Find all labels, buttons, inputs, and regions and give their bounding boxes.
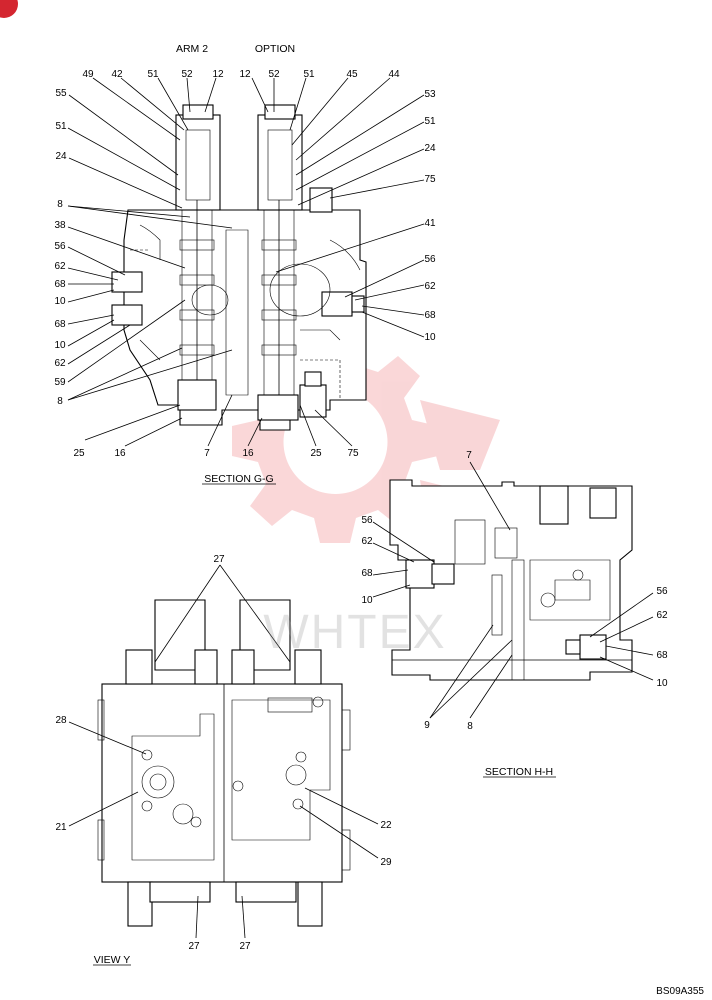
title-arm2: ARM 2	[176, 43, 208, 55]
callout-hh-labels-4: 10	[361, 595, 373, 606]
callout-hh-labels-6: 62	[656, 610, 668, 621]
callout-vy-labels-5: 27	[188, 941, 200, 952]
callout-gg-left-13: 8	[57, 396, 63, 407]
callout-gg-bottom-4: 25	[310, 448, 322, 459]
callout-gg-left-10: 10	[54, 340, 66, 351]
callout-gg-top-1: 42	[111, 69, 123, 80]
callout-hh-labels-10: 8	[467, 721, 473, 732]
callout-hh-labels-0: 7	[466, 450, 472, 461]
callout-gg-left-5: 56	[54, 241, 66, 252]
callout-hh-labels-8: 10	[656, 678, 668, 689]
callout-gg-right-8: 10	[424, 332, 436, 343]
callout-numbers: 49 42 51 52 12 12 52 51 45 44 55 51 24 8 38 56 62 68 10 68 1…	[54, 69, 668, 952]
callout-gg-right-2: 24	[424, 143, 436, 154]
corner-badge	[0, 0, 18, 18]
callout-gg-right-1: 51	[424, 116, 436, 127]
callout-gg-top-8: 45	[346, 69, 358, 80]
callout-hh-labels-3: 68	[361, 568, 373, 579]
callout-hh-labels-2: 62	[361, 536, 373, 547]
view-y-drawing	[97, 599, 351, 927]
callout-hh-labels-1: 56	[361, 515, 373, 526]
title-section-gg: SECTION G-G	[204, 473, 273, 485]
callout-gg-left-3: 8	[57, 199, 63, 210]
callout-gg-left-7: 68	[54, 279, 66, 290]
callout-gg-top-6: 52	[268, 69, 280, 80]
callout-gg-top-0: 49	[82, 69, 94, 80]
callout-gg-top-3: 52	[181, 69, 193, 80]
drawing-code: BS09A355	[656, 986, 704, 997]
callout-gg-left-8: 10	[54, 296, 66, 307]
callout-gg-top-9: 44	[388, 69, 400, 80]
callout-gg-left-12: 59	[54, 377, 66, 388]
callout-gg-left-2: 24	[55, 151, 67, 162]
callout-gg-right-4: 41	[424, 218, 436, 229]
section-gg-drawing	[111, 104, 367, 431]
title-section-hh: SECTION H-H	[485, 766, 553, 778]
callout-vy-labels-3: 22	[380, 820, 392, 831]
callout-gg-right-6: 62	[424, 281, 436, 292]
callout-vy-labels-2: 21	[55, 822, 67, 833]
callout-gg-right-7: 68	[424, 310, 436, 321]
callout-gg-bottom-0: 25	[73, 448, 85, 459]
callout-hh-labels-5: 56	[656, 586, 668, 597]
callout-gg-right-5: 56	[424, 254, 436, 265]
callout-gg-top-7: 51	[303, 69, 315, 80]
callout-gg-left-11: 62	[54, 358, 66, 369]
callout-gg-left-6: 62	[54, 261, 66, 272]
callout-gg-right-0: 53	[424, 89, 436, 100]
callout-hh-labels-9: 9	[424, 720, 430, 731]
callout-gg-left-1: 51	[55, 121, 67, 132]
callout-vy-labels-4: 29	[380, 857, 392, 868]
callout-gg-right-3: 75	[424, 174, 436, 185]
watermark-text: WHTEX	[263, 606, 446, 659]
callout-gg-top-4: 12	[212, 69, 224, 80]
section-hh-drawing	[389, 479, 633, 681]
callout-gg-top-2: 51	[147, 69, 159, 80]
callout-gg-left-9: 68	[54, 319, 66, 330]
callout-gg-left-0: 55	[55, 88, 67, 99]
callout-gg-bottom-3: 16	[242, 448, 254, 459]
title-view-y: VIEW Y	[94, 954, 131, 966]
callout-gg-bottom-1: 16	[114, 448, 126, 459]
callout-hh-labels-7: 68	[656, 650, 668, 661]
callout-gg-left-4: 38	[54, 220, 66, 231]
title-option: OPTION	[255, 43, 295, 55]
leader-lines	[67, 77, 654, 966]
callout-gg-top-5: 12	[239, 69, 251, 80]
callout-gg-bottom-2: 7	[204, 448, 210, 459]
callout-vy-labels-0: 27	[213, 554, 225, 565]
callout-gg-bottom-5: 75	[347, 448, 359, 459]
callout-vy-labels-6: 27	[239, 941, 251, 952]
callout-vy-labels-1: 28	[55, 715, 67, 726]
